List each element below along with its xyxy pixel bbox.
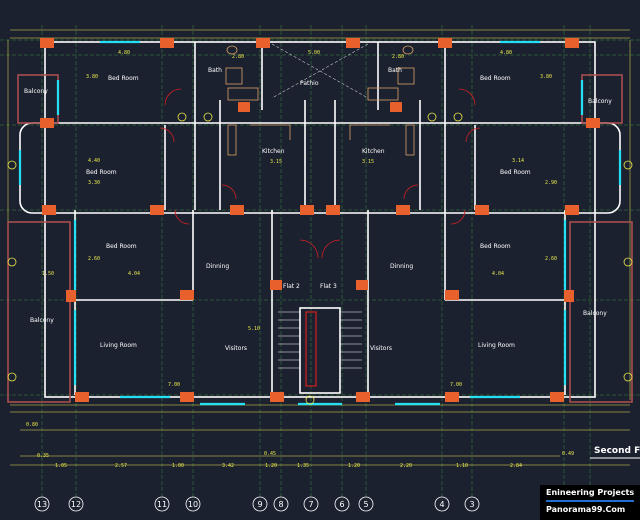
- dim-top-l: 4.80: [118, 50, 130, 56]
- axis-label-4: 4: [439, 500, 444, 509]
- watermark-badge: Enineering Projects Panorama99.Com: [540, 485, 640, 520]
- axis-label-5: 5: [363, 500, 368, 509]
- dim-bot-f: 1.35: [297, 463, 309, 469]
- dim-bed-mr-h: 2.90: [545, 180, 557, 186]
- axis-label-11: 11: [157, 500, 167, 509]
- dim-liv-l2: 4.04: [128, 271, 140, 277]
- axis-bubble: [252, 496, 268, 512]
- dim-bath-l-w: 2.80: [232, 54, 244, 60]
- room-label-bedroom-tr: Bed Room: [480, 75, 511, 82]
- axis-bubble: [185, 496, 201, 512]
- dim-liv-r2: 4.04: [492, 271, 504, 277]
- dim-bot-c: 1.00: [172, 463, 184, 469]
- dim-top-m: 5.00: [308, 50, 320, 56]
- dim-vis: 5.10: [248, 326, 260, 332]
- dim-c: 1.50: [42, 271, 54, 277]
- dim-bot-g: 1.20: [348, 463, 360, 469]
- dim-bot-b: 2.57: [115, 463, 127, 469]
- dim-bed-ml-w: 4.40: [88, 158, 100, 164]
- room-label-balcony-bl: Balcony: [30, 317, 54, 324]
- axis-labels: 13 12 11 10 9 8 7 6 5 4 3: [37, 500, 475, 509]
- room-label-bedroom-mr: Bed Room: [500, 169, 531, 176]
- axis-bubble: [34, 496, 50, 512]
- watermark-divider: [546, 500, 634, 502]
- room-label-balcony-tr: Balcony: [588, 98, 612, 105]
- drawing-title: Second Fl: [594, 446, 640, 456]
- axis-bubble: [273, 496, 289, 512]
- dim-bot-n: 0.49: [562, 451, 574, 457]
- dim-bot-e: 1.20: [265, 463, 277, 469]
- room-label-kitchen-r: Kitchen: [362, 148, 385, 155]
- dim-b: 2.60: [545, 256, 557, 262]
- dim-bot-i: 2.84: [510, 463, 522, 469]
- axis-label-6: 6: [339, 500, 344, 509]
- axis-label-3: 3: [469, 500, 474, 509]
- axis-label-7: 7: [308, 500, 313, 509]
- balcony-outlines: [7, 74, 633, 403]
- dim-top-r: 4.80: [500, 50, 512, 56]
- dim-bot-j: 1.10: [456, 463, 468, 469]
- room-label-flat2: Flat 2: [283, 283, 300, 290]
- room-label-visitors-l: Visitors: [225, 345, 247, 352]
- room-label-bedroom-lr: Bed Room: [480, 243, 511, 250]
- axis-label-10: 10: [188, 500, 198, 509]
- room-label-kitchen-l: Kitchen: [262, 148, 285, 155]
- room-label-bedroom-ml: Bed Room: [86, 169, 117, 176]
- axis-bubble: [434, 496, 450, 512]
- dim-bot-k: 0.80: [26, 422, 38, 428]
- dim-liv-r: 7.00: [450, 382, 462, 388]
- room-label-bath-r: Bath: [388, 67, 402, 74]
- doors: [159, 88, 481, 259]
- axis-label-13: 13: [37, 500, 47, 509]
- axis-bubble: [464, 496, 480, 512]
- room-label-bedroom-tl: Bed Room: [108, 75, 139, 82]
- dim-bot-l: 0.35: [37, 453, 49, 459]
- room-labels: Bed Room Bath Bath Bed Room Balcony Balc…: [24, 67, 612, 352]
- room-label-living-l: Living Room: [100, 342, 137, 349]
- room-label-bedroom-ll: Bed Room: [106, 243, 137, 250]
- pathio-cross: [271, 43, 369, 99]
- section-markers: [7, 112, 633, 405]
- dim-kit-l: 3.15: [270, 159, 282, 165]
- watermark-line-1: Enineering Projects: [546, 488, 635, 497]
- axis-label-9: 9: [257, 500, 262, 509]
- room-label-dinning-r: Dinning: [390, 263, 413, 270]
- room-label-balcony-tl: Balcony: [24, 88, 48, 95]
- dim-liv-l: 7.00: [168, 382, 180, 388]
- columns: [40, 38, 600, 402]
- dim-bed-mr-w: 3.14: [512, 158, 524, 164]
- dim-bed-tl-w: 3.80: [86, 74, 98, 80]
- room-label-flat3: Flat 3: [320, 283, 337, 290]
- room-label-living-r: Living Room: [478, 342, 515, 349]
- room-label-pathio: Pathio: [300, 80, 319, 87]
- room-label-visitors-r: Visitors: [370, 345, 392, 352]
- dim-bot-a: 1.05: [55, 463, 67, 469]
- dim-bot-d: 3.42: [222, 463, 234, 469]
- dimension-labels: 4.80 5.00 4.80 3.80 3.80 2.80 2.80 4.40 …: [26, 50, 574, 469]
- axis-bubble: [358, 496, 374, 512]
- dim-a: 2.60: [88, 256, 100, 262]
- axis-bubble: [68, 496, 84, 512]
- stairs: [278, 311, 362, 387]
- axis-bubble: [334, 496, 350, 512]
- dim-kit-r: 3.15: [362, 159, 374, 165]
- fixtures: [225, 45, 415, 156]
- room-label-balcony-br: Balcony: [583, 310, 607, 317]
- axis-markers: [34, 496, 480, 512]
- axis-label-8: 8: [278, 500, 283, 509]
- room-label-dinning-l: Dinning: [206, 263, 229, 270]
- dim-bath-r-w: 2.80: [392, 54, 404, 60]
- dim-bed-ml-h: 3.30: [88, 180, 100, 186]
- room-label-bath-l: Bath: [208, 67, 222, 74]
- axis-bubble: [303, 496, 319, 512]
- dim-bed-tr-w: 3.80: [540, 74, 552, 80]
- windows: [18, 40, 622, 406]
- watermark-line-2: Panorama99.Com: [546, 505, 626, 514]
- axis-label-12: 12: [71, 500, 81, 509]
- dim-bot-m: 0.45: [264, 451, 276, 457]
- dim-bot-h: 2.20: [400, 463, 412, 469]
- axis-bubble: [154, 496, 170, 512]
